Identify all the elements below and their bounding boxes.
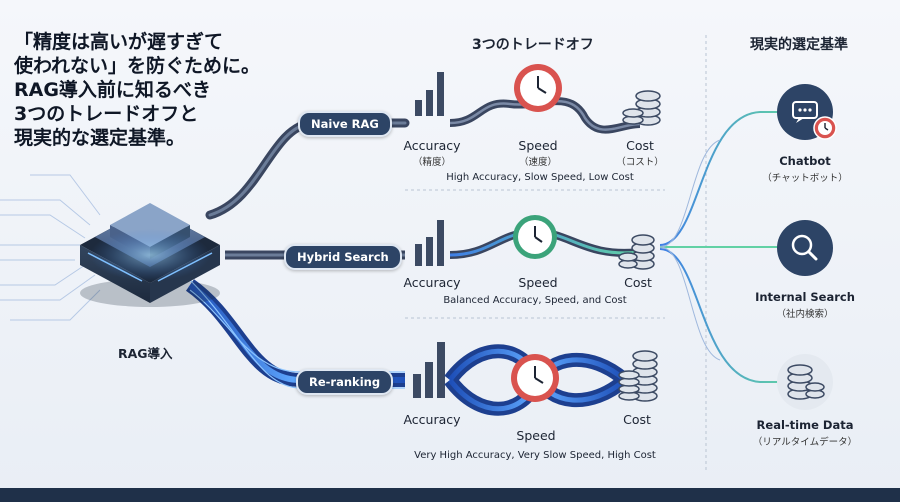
sub-accuracy-naive: （精度） bbox=[412, 157, 452, 168]
pill-naive-rag: Naive RAG bbox=[298, 111, 392, 137]
footer-bar bbox=[0, 488, 900, 502]
magnifier-icon bbox=[777, 220, 833, 276]
clock-green-icon bbox=[513, 215, 557, 259]
pipe-rerank bbox=[185, 279, 405, 389]
clock-red-icon bbox=[514, 64, 562, 112]
label-accuracy-rerank: Accuracy bbox=[403, 412, 461, 427]
rag-cube bbox=[80, 203, 220, 307]
headline-line-4: 3つのトレードオフと bbox=[14, 103, 199, 125]
bar-chart-icon bbox=[415, 220, 444, 266]
case-chatbot-title: Chatbot bbox=[779, 154, 831, 168]
case-internal-search-title: Internal Search bbox=[755, 290, 855, 304]
summary-naive: High Accuracy, Slow Speed, Low Cost bbox=[446, 172, 634, 183]
case-internal-search-sub: （社内検索） bbox=[776, 309, 834, 320]
separators bbox=[405, 35, 707, 470]
label-cost-rerank: Cost bbox=[623, 412, 651, 427]
coin-stack-icon bbox=[618, 234, 655, 270]
chat-clock-icon bbox=[777, 84, 837, 140]
use-case-branches bbox=[659, 111, 790, 383]
right-title: 現実的選定基準 bbox=[750, 37, 848, 53]
center-title: 3つのトレードオフ bbox=[472, 37, 594, 53]
label-speed-hybrid: Speed bbox=[518, 275, 558, 290]
summary-rerank: Very High Accuracy, Very Slow Speed, Hig… bbox=[414, 450, 656, 461]
pill-hybrid-search: Hybrid Search bbox=[284, 244, 402, 270]
label-accuracy-hybrid: Accuracy bbox=[403, 275, 461, 290]
headline-line-2: 使われない」を防ぐために。 bbox=[14, 55, 261, 77]
pill-re-ranking: Re-ranking bbox=[296, 369, 394, 395]
summary-hybrid: Balanced Accuracy, Speed, and Cost bbox=[443, 295, 627, 306]
sub-speed-naive: （速度） bbox=[518, 157, 558, 168]
label-cost-naive: Cost bbox=[626, 138, 654, 153]
bar-chart-icon bbox=[415, 72, 444, 116]
label-accuracy-naive: Accuracy bbox=[403, 138, 461, 153]
case-chatbot-sub: （チャットボット） bbox=[762, 173, 848, 184]
label-speed-rerank: Speed bbox=[516, 428, 556, 443]
headline-line-3: RAG導入前に知るべき bbox=[14, 79, 211, 101]
sub-cost-naive: （コスト） bbox=[616, 157, 664, 168]
coin-stack-icon bbox=[622, 90, 661, 126]
coin-stack-icon bbox=[618, 350, 658, 402]
label-cost-hybrid: Cost bbox=[624, 275, 652, 290]
row-naive-visual bbox=[415, 64, 661, 134]
clock-red-icon bbox=[511, 354, 559, 402]
case-realtime-title: Real-time Data bbox=[756, 418, 854, 432]
circuit-lines bbox=[0, 174, 101, 321]
row-hybrid-visual bbox=[415, 215, 655, 270]
headline-line-1: 「精度は高いが遅すぎて bbox=[14, 31, 224, 53]
bar-chart-icon bbox=[413, 342, 445, 398]
label-speed-naive: Speed bbox=[518, 138, 558, 153]
database-icon bbox=[777, 354, 833, 410]
row-rerank-visual bbox=[413, 342, 658, 416]
headline-line-5: 現実的な選定基準。 bbox=[14, 127, 186, 149]
case-realtime-sub: （リアルタイムデータ） bbox=[752, 437, 858, 448]
headline: 「精度は高いが遅すぎて 使われない」を防ぐために。 RAG導入前に知るべき 3つ… bbox=[14, 30, 314, 150]
rag-source-label: RAG導入 bbox=[118, 346, 173, 361]
